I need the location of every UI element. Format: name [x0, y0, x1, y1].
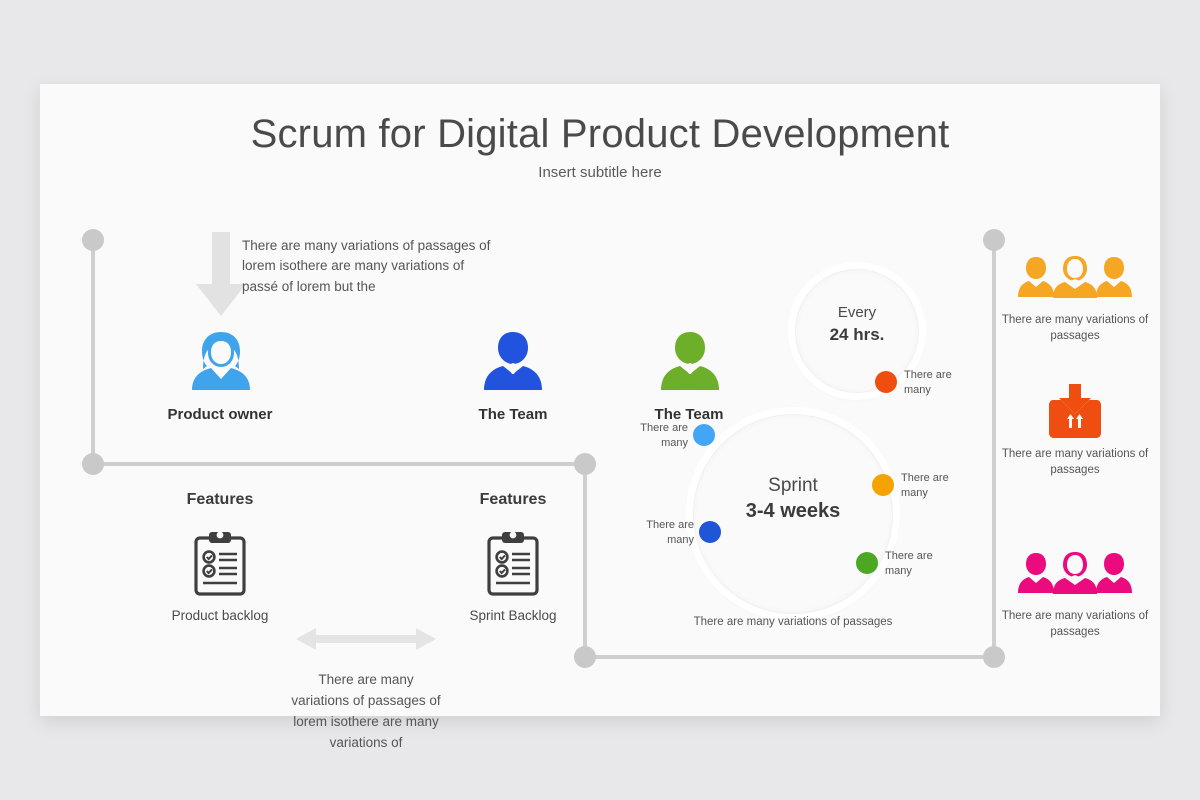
daily-ring-dot-label: There are many: [904, 369, 952, 396]
sprint-dot-bottom-right[interactable]: [856, 552, 878, 574]
sprint-ring-caption: There are many variations of passages: [693, 616, 893, 628]
role-label-team-blue: The Team: [478, 406, 548, 423]
daily-ring-dot[interactable]: [875, 371, 897, 393]
right-caption-people-pink: There are many variations of passages: [1001, 610, 1149, 639]
sprint-ring-line1: Sprint: [768, 475, 818, 496]
page-title: Scrum for Digital Product Development: [250, 112, 950, 156]
node-top-left: [82, 229, 104, 251]
daily-ring-line1: Every: [837, 304, 877, 321]
female-user-icon: [192, 332, 250, 390]
sprint-dot-label-bottom-right: There are many: [885, 550, 933, 577]
page-subtitle: Insert subtitle here: [538, 164, 662, 181]
right-caption-people-orange: There are many variations of passages: [1001, 314, 1149, 343]
male-user-icon-green: [661, 332, 719, 390]
features-heading-right: Features: [479, 491, 547, 508]
people-group-icon-orange: [1018, 256, 1132, 298]
sprint-ring-line2: 3-4 weeks: [745, 500, 841, 522]
daily-scrum-ring: [795, 269, 919, 393]
node-bottom-center: [574, 646, 596, 668]
node-mid-center: [574, 453, 596, 475]
sprint-dot-top-left[interactable]: [693, 424, 715, 446]
sprint-dot-label-left: There are many: [646, 519, 694, 546]
sprint-dot-right[interactable]: [872, 474, 894, 496]
clipboard-checklist-icon-right: [487, 531, 539, 596]
node-mid-left: [82, 453, 104, 475]
node-top-right: [983, 229, 1005, 251]
slide-panel: Scrum for Digital Product Development In…: [40, 84, 1160, 750]
down-arrow-icon: [196, 232, 246, 316]
right-caption-delivery-box: There are many variations of passages: [1001, 448, 1149, 477]
role-label-product-owner: Product owner: [167, 406, 273, 423]
sprint-dot-left[interactable]: [699, 521, 721, 543]
delivery-box-icon: [1049, 384, 1101, 438]
caption-sprint-backlog: Sprint Backlog: [469, 608, 557, 623]
role-label-team-green: The Team: [654, 406, 724, 423]
backlog-middle-text: There are many variations of passages of…: [291, 672, 441, 750]
features-heading-left: Features: [186, 491, 254, 508]
double-arrow-icon: [296, 628, 436, 650]
daily-ring-line2: 24 hrs.: [829, 325, 885, 344]
people-group-icon-pink: [1018, 552, 1132, 594]
clipboard-checklist-icon-left: [194, 531, 246, 596]
male-user-icon-blue: [484, 332, 542, 390]
node-bottom-right: [983, 646, 1005, 668]
sprint-dot-label-right: There are many: [901, 472, 949, 499]
caption-product-backlog: Product backlog: [171, 608, 269, 623]
sprint-ring: [693, 414, 893, 614]
sprint-dot-label-top-left: There are many: [640, 422, 688, 449]
intro-paragraph: There are many variations of passages of…: [242, 238, 491, 294]
